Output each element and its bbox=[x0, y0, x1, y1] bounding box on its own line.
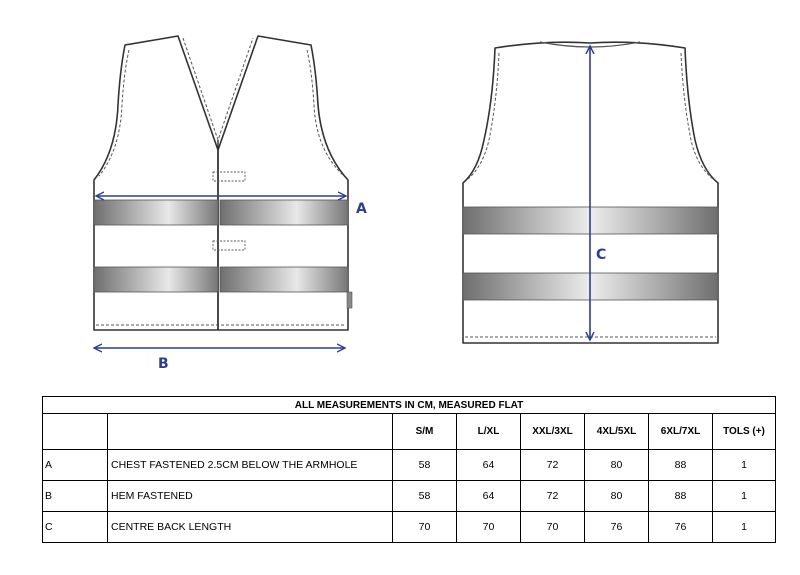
front-armhole-right-binding bbox=[306, 49, 345, 177]
value-cell: 70 bbox=[520, 511, 585, 543]
value-cell: 64 bbox=[456, 449, 521, 481]
header-size-l-xl: L/XL bbox=[456, 413, 521, 450]
dimension-c-label: C bbox=[596, 247, 606, 263]
back-armhole-right-binding bbox=[680, 52, 714, 180]
value-cell: 76 bbox=[648, 511, 713, 543]
value-cell: 70 bbox=[392, 511, 457, 543]
front-armhole-left-binding bbox=[98, 49, 130, 177]
value-cell: 88 bbox=[648, 449, 713, 481]
row-description: CENTRE BACK LENGTH bbox=[107, 511, 393, 543]
vest-front-view bbox=[93, 35, 353, 331]
back-armhole-left-binding bbox=[467, 52, 500, 180]
table-title: ALL MEASUREMENTS IN CM, MEASURED FLAT bbox=[41, 396, 777, 414]
value-cell: 64 bbox=[456, 480, 521, 512]
header-size-s-m: S/M bbox=[392, 413, 457, 450]
value-cell: 80 bbox=[584, 449, 649, 481]
row-description: CHEST FASTENED 2.5CM BELOW THE ARMHOLE bbox=[107, 449, 393, 481]
row-code: B bbox=[42, 480, 108, 512]
vest-technical-drawing: A B C bbox=[0, 35, 719, 372]
row-description: HEM FASTENED bbox=[107, 480, 393, 512]
value-cell: 88 bbox=[648, 480, 713, 512]
front-vest-outline bbox=[93, 35, 349, 331]
value-cell: 80 bbox=[584, 480, 649, 512]
value-cell: 72 bbox=[520, 449, 585, 481]
row-code: A bbox=[42, 449, 108, 481]
header-size-6xl-7xl: 6XL/7XL bbox=[648, 413, 713, 450]
table-header-row: S/M L/XL XXL/3XL 4XL/5XL 6XL/7XL TOLS (+… bbox=[42, 413, 777, 450]
header-code bbox=[42, 413, 108, 450]
table-row: A CHEST FASTENED 2.5CM BELOW THE ARMHOLE… bbox=[42, 449, 777, 481]
reflective-tape-upper-right bbox=[219, 199, 349, 226]
reflective-tape-lower-right bbox=[219, 266, 349, 293]
measurement-table: ALL MEASUREMENTS IN CM, MEASURED FLAT S/… bbox=[41, 396, 777, 543]
value-cell: 70 bbox=[456, 511, 521, 543]
reflective-tape-upper-left bbox=[93, 199, 219, 226]
dimension-b-label: B bbox=[158, 356, 169, 372]
tolerance-cell: 1 bbox=[711, 480, 777, 512]
side-label-tab bbox=[346, 291, 353, 309]
table-row: B HEM FASTENED 58 64 72 80 88 1 bbox=[42, 480, 777, 512]
header-size-4xl-5xl: 4XL/5XL bbox=[584, 413, 649, 450]
header-description bbox=[107, 413, 393, 450]
value-cell: 76 bbox=[584, 511, 649, 543]
row-code: C bbox=[42, 511, 108, 543]
value-cell: 58 bbox=[392, 449, 457, 481]
value-cell: 58 bbox=[392, 480, 457, 512]
reflective-tape-lower-left bbox=[93, 266, 219, 293]
value-cell: 72 bbox=[520, 480, 585, 512]
tolerance-cell: 1 bbox=[711, 511, 777, 543]
hook-loop-fastener-lower bbox=[212, 240, 246, 251]
tolerance-cell: 1 bbox=[711, 449, 777, 481]
header-tolerance: TOLS (+) bbox=[711, 413, 777, 450]
dimension-a-label: A bbox=[356, 201, 367, 217]
header-size-xxl-3xl: XXL/3XL bbox=[520, 413, 585, 450]
hook-loop-fastener-upper bbox=[212, 171, 246, 182]
table-row: C CENTRE BACK LENGTH 70 70 70 76 76 1 bbox=[42, 511, 777, 543]
